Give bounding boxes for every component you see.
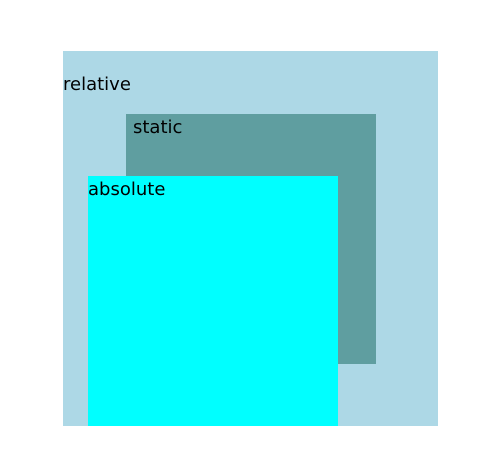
relative-label: relative [63, 74, 131, 95]
static-label: static [133, 117, 183, 138]
absolute-box: absolute [88, 176, 338, 426]
absolute-label: absolute [88, 179, 166, 200]
relative-box: relative static absolute [63, 51, 438, 426]
